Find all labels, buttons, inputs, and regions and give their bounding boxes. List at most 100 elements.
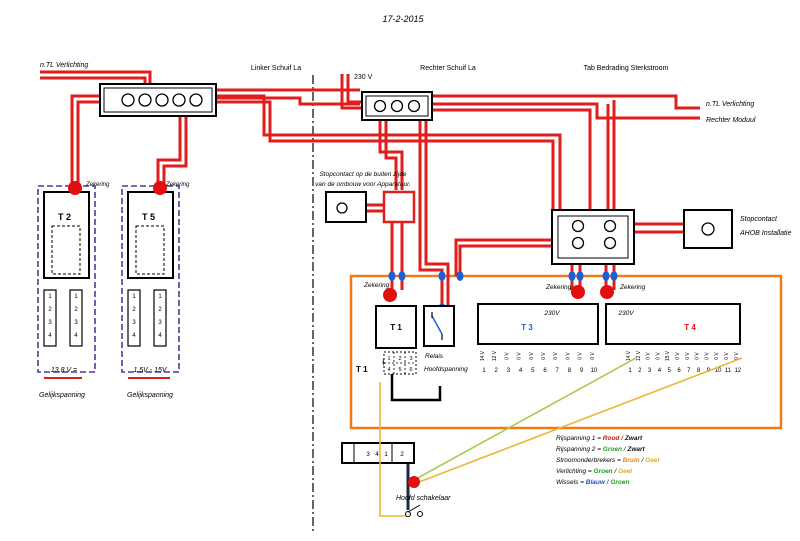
t4-voltage: 0 V — [695, 352, 701, 360]
svg-text:3: 3 — [409, 356, 412, 362]
legend-color-b: Geel — [645, 457, 659, 464]
t4-terminal: 3 — [648, 368, 652, 374]
t3-terminal: 10 — [590, 368, 597, 374]
legend-sep: / — [613, 468, 618, 475]
t4-voltage: 0 V — [734, 352, 740, 360]
legend-sep: / — [622, 446, 627, 453]
relais — [423, 305, 455, 347]
main-switch — [408, 476, 420, 488]
svg-text:4: 4 — [74, 333, 78, 339]
diagram-date: 17-2-2015 — [382, 14, 424, 24]
t4-terminal: 7 — [687, 368, 691, 374]
left-block-terminals — [121, 93, 203, 107]
label-socket-outside-1: Stopcontact op de buiten zijde — [319, 171, 406, 178]
t4-terminal: 12 — [734, 368, 741, 374]
svg-text:Zekering: Zekering — [545, 284, 572, 291]
legend-sep: / — [619, 435, 624, 442]
t4-voltage: 12 V — [636, 350, 642, 361]
svg-text:230V: 230V — [543, 310, 560, 317]
legend-color-a: Groen — [603, 446, 622, 453]
legend-row: Rijspanning 1 = Rood / Zwart — [556, 435, 643, 442]
fuse-t5 — [153, 181, 167, 195]
svg-text:Zekering: Zekering — [619, 284, 646, 291]
svg-text:2: 2 — [132, 307, 136, 313]
svg-text:3: 3 — [366, 451, 370, 458]
board-frame — [349, 274, 783, 430]
legend-sep: / — [605, 479, 610, 486]
svg-text:2: 2 — [74, 307, 78, 313]
svg-text:4: 4 — [387, 367, 390, 373]
t4-voltage: 0 V — [646, 352, 652, 360]
label-ntl-left: n.TL Verlichting — [40, 62, 88, 69]
heading-board: Tab Bedrading Sterkstroom — [584, 65, 669, 72]
svg-text:4: 4 — [132, 333, 136, 339]
t4-transformer — [605, 303, 741, 345]
t3-terminal: 8 — [568, 368, 572, 374]
t4-terminal: 11 — [725, 368, 732, 374]
svg-text:4: 4 — [48, 333, 52, 339]
t3-terminal: 4 — [519, 368, 523, 374]
fuse-t4 — [600, 285, 614, 299]
t4-voltage: 0 V — [714, 352, 720, 360]
t4-voltage: 14 V — [626, 350, 632, 361]
label-socket-outside-2: van de ombouw voor Apparatuur. — [315, 181, 411, 188]
svg-text:1: 1 — [387, 356, 390, 362]
fuse-t3 — [571, 285, 585, 299]
legend-sep: / — [640, 457, 645, 464]
t3-terminal: 5 — [531, 368, 535, 374]
svg-text:Zekering: Zekering — [165, 182, 190, 188]
voltage-right: 1,5V - 15V — [133, 367, 167, 374]
svg-text:3: 3 — [132, 320, 136, 326]
legend-color-a: Blauw — [586, 479, 606, 486]
yellow-wire — [413, 357, 743, 485]
t4-terminal: 2 — [638, 368, 642, 374]
t3-voltage: 0 V — [541, 352, 547, 360]
legend-row: Rijspanning 2 = Groen / Zwart — [556, 446, 646, 453]
svg-text:1: 1 — [158, 294, 162, 300]
t1-transformer — [375, 305, 417, 349]
t5-module — [121, 185, 180, 373]
legend-prefix: Wissels = — [556, 479, 586, 486]
svg-text:2: 2 — [398, 356, 401, 362]
svg-text:2: 2 — [400, 451, 404, 458]
t2-module — [37, 185, 96, 373]
t4-terminal: 8 — [697, 368, 701, 374]
heading-right-drawer: Rechter Schuif La — [420, 65, 476, 72]
legend-prefix: Verlichting = — [556, 468, 594, 475]
svg-text:5: 5 — [398, 367, 401, 373]
t3-terminal: 7 — [556, 368, 560, 374]
svg-text:Zekering: Zekering — [85, 182, 110, 188]
t3-voltage: 0 V — [517, 352, 523, 360]
t3-transformer — [477, 303, 599, 345]
svg-text:1: 1 — [384, 451, 388, 458]
t3-terminal: 2 — [495, 368, 499, 374]
t1-side-label: T 1 — [356, 365, 368, 374]
t4-voltage: 0 V — [675, 352, 681, 360]
svg-text:3: 3 — [74, 320, 78, 326]
svg-text:1: 1 — [74, 294, 78, 300]
legend-prefix: Stroomonderbrekers = — [556, 457, 623, 464]
legend-color-b: Geel — [618, 468, 632, 475]
legend-color-b: Zwart — [626, 446, 645, 453]
t3-terminal: 9 — [580, 368, 584, 374]
t2-terminals — [43, 289, 83, 347]
voltage-left: 13,8 V = — [51, 367, 77, 374]
svg-text:3: 3 — [158, 320, 162, 326]
t3-voltage: 0 V — [553, 352, 559, 360]
svg-text:4: 4 — [375, 451, 379, 458]
t4-voltage: 0 V — [655, 352, 661, 360]
legend-color-b: Groen — [610, 479, 629, 486]
label-stopcontact: Stopcontact — [740, 216, 778, 223]
svg-text:2: 2 — [48, 307, 52, 313]
label-relais: Relais — [425, 353, 444, 360]
t4-voltage: 0 V — [704, 352, 710, 360]
gelijk-right: Gelijkspanning — [127, 392, 173, 399]
label-hoofdspanning: Hoofdspanning — [424, 366, 468, 373]
t4-terminal: 4 — [658, 368, 662, 374]
t3-voltage: 12 V — [492, 350, 498, 361]
t4-voltage: 15 V — [665, 350, 671, 361]
legend-row: Wissels = Blauw / Groen — [556, 479, 629, 486]
